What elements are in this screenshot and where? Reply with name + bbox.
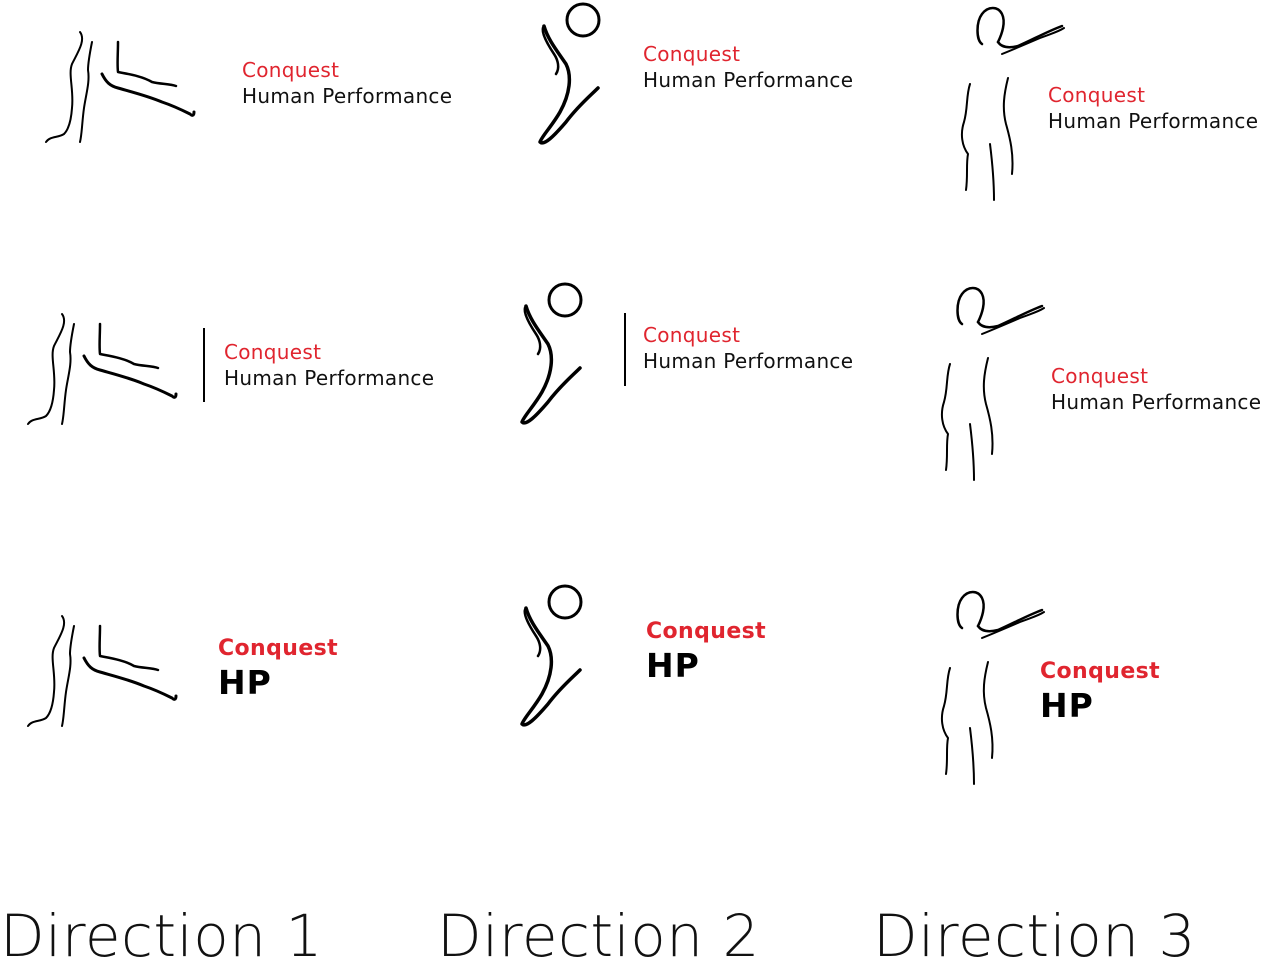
- brand-name: Conquest: [1051, 364, 1149, 388]
- wordmark: Conquest Human Performance: [242, 57, 452, 109]
- brand-name: Conquest: [224, 340, 322, 364]
- brand-tagline: Human Performance: [1048, 109, 1259, 133]
- direction-2-label: Direction 2: [437, 902, 760, 970]
- brand-tagline: Human Performance: [242, 84, 453, 108]
- wordmark: Conquest HP: [1040, 658, 1160, 726]
- brand-abbreviation: HP: [646, 646, 700, 685]
- wordmark: Conquest Human Performance: [643, 41, 853, 93]
- jumping-figure-icon: [518, 282, 588, 428]
- wordmark: Conquest Human Performance: [224, 339, 434, 391]
- jumping-figure-icon: [518, 584, 588, 730]
- direction-3-label: Direction 3: [873, 902, 1196, 970]
- brand-name: Conquest: [242, 58, 340, 82]
- brand-tagline: Human Performance: [224, 366, 435, 390]
- divider: [203, 328, 205, 402]
- brand-abbreviation: HP: [218, 663, 272, 702]
- brand-tagline: Human Performance: [1051, 390, 1262, 414]
- waving-figure-icon: [938, 284, 1048, 484]
- wordmark: Conquest Human Performance: [1051, 363, 1261, 415]
- brand-tagline: Human Performance: [643, 68, 854, 92]
- wordmark: Conquest Human Performance: [1048, 82, 1258, 134]
- wordmark: Conquest HP: [218, 635, 338, 703]
- brand-name: Conquest: [643, 42, 741, 66]
- brand-name: Conquest: [643, 323, 741, 347]
- jumping-figure-icon: [536, 2, 606, 148]
- wordmark: Conquest Human Performance: [643, 322, 853, 374]
- brand-tagline: Human Performance: [643, 349, 854, 373]
- brand-abbreviation: HP: [1040, 686, 1094, 725]
- direction-1-label: Direction 1: [0, 902, 323, 970]
- divider: [624, 313, 626, 386]
- waving-figure-icon: [958, 4, 1068, 204]
- waving-figure-icon: [938, 588, 1048, 788]
- wordmark: Conquest HP: [646, 618, 766, 686]
- legs-figure-icon: [44, 30, 204, 146]
- brand-name: Conquest: [218, 636, 339, 661]
- brand-name: Conquest: [1048, 83, 1146, 107]
- brand-name: Conquest: [1040, 659, 1161, 684]
- brand-name: Conquest: [646, 619, 767, 644]
- legs-figure-icon: [26, 312, 186, 428]
- legs-figure-icon: [26, 614, 186, 730]
